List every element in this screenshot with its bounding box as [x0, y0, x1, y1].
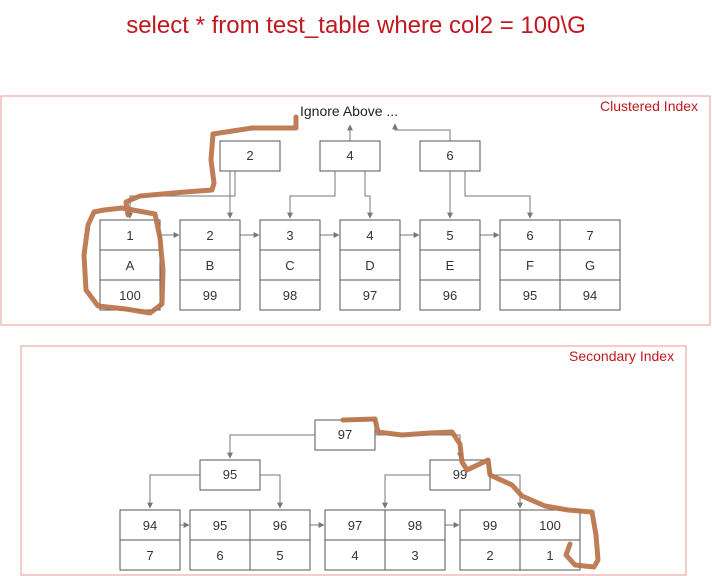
- secondary-internal-node: 95: [199, 459, 261, 491]
- clustered-internal-key: 2: [246, 148, 253, 163]
- leaf-key: 1: [126, 228, 133, 243]
- tree-arrow: [382, 474, 430, 509]
- secondary-root-node: 97: [314, 419, 376, 451]
- secondary-leaf-value: 95: [213, 518, 227, 533]
- secondary-leaf-value: 98: [408, 518, 422, 533]
- secondary-leaf-pk: 1: [546, 548, 553, 563]
- tree-arrow: [375, 434, 463, 459]
- secondary-leaf-value: 100: [539, 518, 561, 533]
- leaf-key: 3: [286, 228, 293, 243]
- tree-arrow: [464, 171, 533, 219]
- clustered-internal-key: 6: [446, 148, 453, 163]
- secondary-internal-key: 95: [223, 467, 237, 482]
- leaf-key: 6: [526, 228, 533, 243]
- secondary-index-label: Secondary Index: [569, 348, 675, 364]
- leaf-key: 4: [366, 228, 373, 243]
- clustered-internal-key: 4: [346, 148, 353, 163]
- secondary-leaf: 99 2 100 1: [459, 509, 581, 571]
- leaf-col1: F: [526, 258, 534, 273]
- tree-arrow: [260, 474, 283, 509]
- leaf-col2: 99: [203, 288, 217, 303]
- clustered-leaf: 6 F 95 7 G 94: [499, 219, 621, 311]
- leaf-col1: E: [446, 258, 455, 273]
- leaf-col2: 98: [283, 288, 297, 303]
- secondary-leaf-pk: 5: [276, 548, 283, 563]
- leaf-key: 2: [206, 228, 213, 243]
- leaf-col2: 97: [363, 288, 377, 303]
- clustered-internal-node: 4: [319, 140, 381, 172]
- leaf-col1: B: [206, 258, 215, 273]
- tree-arrow: [227, 434, 315, 459]
- secondary-leaf: 94 7: [119, 509, 181, 571]
- secondary-leaf-pk: 6: [216, 548, 223, 563]
- ignore-above-label: Ignore Above ...: [300, 103, 399, 119]
- secondary-leaf-pk: 2: [486, 548, 493, 563]
- secondary-leaf-value: 99: [483, 518, 497, 533]
- secondary-leaf-pk: 4: [351, 548, 358, 563]
- clustered-internal-node: 6: [419, 140, 481, 172]
- tree-arrow: [147, 474, 200, 509]
- leaf-col1: A: [126, 258, 135, 273]
- secondary-leaf-pk: 7: [146, 548, 153, 563]
- leaf-col1: G: [585, 258, 595, 273]
- clustered-leaf: 5 E 96: [419, 219, 481, 311]
- tree-arrow: [364, 171, 373, 219]
- tree-arrow: [287, 171, 336, 219]
- secondary-leaf-pk: 3: [411, 548, 418, 563]
- leaf-col2: 96: [443, 288, 457, 303]
- clustered-index-panel: [0, 95, 711, 326]
- clustered-internal-node: 2: [219, 140, 281, 172]
- leaf-col2: 100: [119, 288, 141, 303]
- clustered-leaf: 3 C 98: [259, 219, 321, 311]
- leaf-col1: D: [365, 258, 374, 273]
- query-title: select * from test_table where col2 = 10…: [126, 12, 586, 39]
- leaf-col2: 94: [583, 288, 597, 303]
- leaf-key: 5: [446, 228, 453, 243]
- secondary-leaf-value: 96: [273, 518, 287, 533]
- secondary-leaf-value: 94: [143, 518, 157, 533]
- secondary-index-panel: [20, 345, 687, 576]
- clustered-search-path: [81, 114, 299, 316]
- clustered-leaf: 1 A 100: [99, 219, 161, 311]
- clustered-index-label: Clustered Index: [600, 98, 699, 114]
- secondary-leaf-value: 97: [348, 518, 362, 533]
- leaf-key: 7: [586, 228, 593, 243]
- secondary-leaf: 97 4 98 3: [324, 509, 446, 571]
- secondary-internal-key: 99: [453, 467, 467, 482]
- leaf-col1: C: [285, 258, 294, 273]
- secondary-root-key: 97: [338, 427, 352, 442]
- ignore-above-arrow-right: [392, 123, 451, 141]
- clustered-leaf: 4 D 97: [339, 219, 401, 311]
- clustered-leaf: 2 B 99: [179, 219, 241, 311]
- leaf-col2: 95: [523, 288, 537, 303]
- secondary-search-path: [340, 416, 601, 570]
- secondary-leaf: 95 6 96 5: [189, 509, 311, 571]
